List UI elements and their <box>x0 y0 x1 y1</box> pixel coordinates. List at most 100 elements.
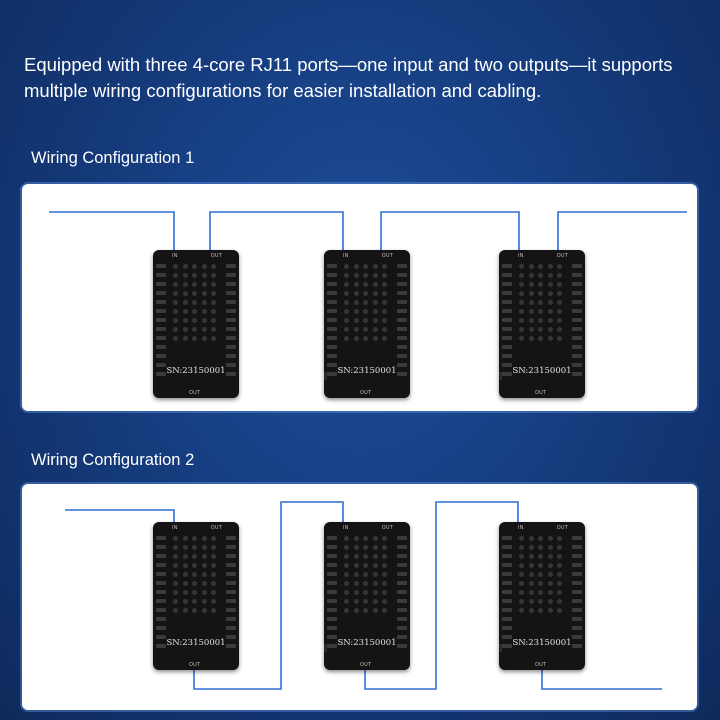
vent-slot <box>397 309 407 313</box>
vent-hole <box>344 327 349 332</box>
vent-hole <box>547 273 553 278</box>
vent-slot <box>502 554 512 558</box>
vent-hole <box>557 273 562 278</box>
vent-hole <box>547 554 553 559</box>
port-out-label: OUT <box>556 525 568 531</box>
vent-slot <box>397 635 407 639</box>
vent-hole <box>211 318 216 323</box>
config1-wire-output <box>557 211 687 250</box>
vent-hole <box>363 554 368 559</box>
vent-hole <box>211 590 216 595</box>
vent-hole <box>382 264 387 269</box>
vent-hole <box>519 545 524 550</box>
vent-slot <box>572 608 582 612</box>
vent-hole <box>344 608 349 613</box>
port-out-bottom-label: OUT <box>360 390 372 396</box>
vent-hole <box>201 282 207 287</box>
vent-slot <box>572 563 582 567</box>
vent-slot <box>572 300 582 304</box>
vent-hole <box>528 291 534 296</box>
vent-hole <box>363 536 368 541</box>
vent-hole <box>182 309 188 314</box>
vent-hole <box>382 536 387 541</box>
vent-hole <box>372 608 378 613</box>
vent-hole <box>353 273 359 278</box>
vent-hole <box>557 554 562 559</box>
vent-hole <box>353 590 359 595</box>
vent-slot <box>156 327 166 331</box>
vent-slot <box>327 608 337 612</box>
vent-hole <box>519 599 524 604</box>
vent-hole <box>538 336 543 341</box>
vent-slot <box>502 327 512 331</box>
vent-hole <box>519 590 524 595</box>
vent-hole <box>528 536 534 541</box>
config1-wire-1-to-2 <box>209 211 344 250</box>
config2-device-3: IN OUT SN:23150001 OUT <box>499 522 585 670</box>
vent-hole <box>538 599 543 604</box>
vent-hole <box>182 273 188 278</box>
config1-wire-input <box>49 211 175 250</box>
vent-hole <box>382 608 387 613</box>
vent-hole <box>353 572 359 577</box>
vent-hole <box>528 599 534 604</box>
vent-hole <box>382 545 387 550</box>
vent-hole <box>173 590 178 595</box>
vent-hole <box>382 336 387 341</box>
vent-hole <box>382 554 387 559</box>
vent-hole <box>363 282 368 287</box>
vent-slot <box>572 345 582 349</box>
vent-hole <box>211 581 216 586</box>
vent-hole <box>173 264 178 269</box>
vent-slot <box>502 363 512 367</box>
vent-hole <box>538 300 543 305</box>
vent-slot <box>226 336 236 340</box>
vent-slot <box>572 617 582 621</box>
port-out-label: OUT <box>381 253 393 259</box>
vent-hole <box>211 309 216 314</box>
vent-hole <box>211 608 216 613</box>
vent-hole <box>538 590 543 595</box>
vent-slot <box>156 264 166 268</box>
vent-slot <box>327 273 337 277</box>
vent-slot <box>572 318 582 322</box>
vent-hole <box>538 554 543 559</box>
vent-slot <box>226 363 236 367</box>
vent-slot <box>226 536 236 540</box>
vent-slot <box>397 572 407 576</box>
vent-slot <box>397 282 407 286</box>
port-out-bottom-label: OUT <box>535 390 547 396</box>
vent-hole <box>372 327 378 332</box>
vent-slot <box>397 617 407 621</box>
vent-slot <box>502 590 512 594</box>
vent-hole <box>353 318 359 323</box>
vent-slot <box>226 644 236 648</box>
port-out-bottom-label: OUT <box>360 662 372 668</box>
port-out-label: OUT <box>210 525 222 531</box>
vent-slot <box>327 282 337 286</box>
vent-slot <box>397 608 407 612</box>
vent-hole <box>528 264 534 269</box>
vent-hole <box>372 318 378 323</box>
vent-slot <box>572 536 582 540</box>
vent-hole <box>557 581 562 586</box>
vent-hole <box>519 336 524 341</box>
port-in-label: IN <box>172 525 178 531</box>
vent-hole <box>557 282 562 287</box>
vent-hole <box>182 581 188 586</box>
vent-slot <box>156 554 166 558</box>
vent-hole <box>363 572 368 577</box>
config1-title: Wiring Configuration 1 <box>31 149 195 167</box>
vent-hole <box>182 336 188 341</box>
vent-hole <box>353 545 359 550</box>
vent-hole <box>547 590 553 595</box>
vent-hole <box>372 273 378 278</box>
intro-text: Equipped with three 4-core RJ11 ports—on… <box>24 54 673 101</box>
vent-slot <box>572 363 582 367</box>
vent-slot <box>226 590 236 594</box>
vent-hole <box>519 327 524 332</box>
vent-hole <box>201 309 207 314</box>
vent-hole <box>372 581 378 586</box>
port-out-bottom-label: OUT <box>189 662 201 668</box>
port-out-bottom-label: OUT <box>189 390 201 396</box>
